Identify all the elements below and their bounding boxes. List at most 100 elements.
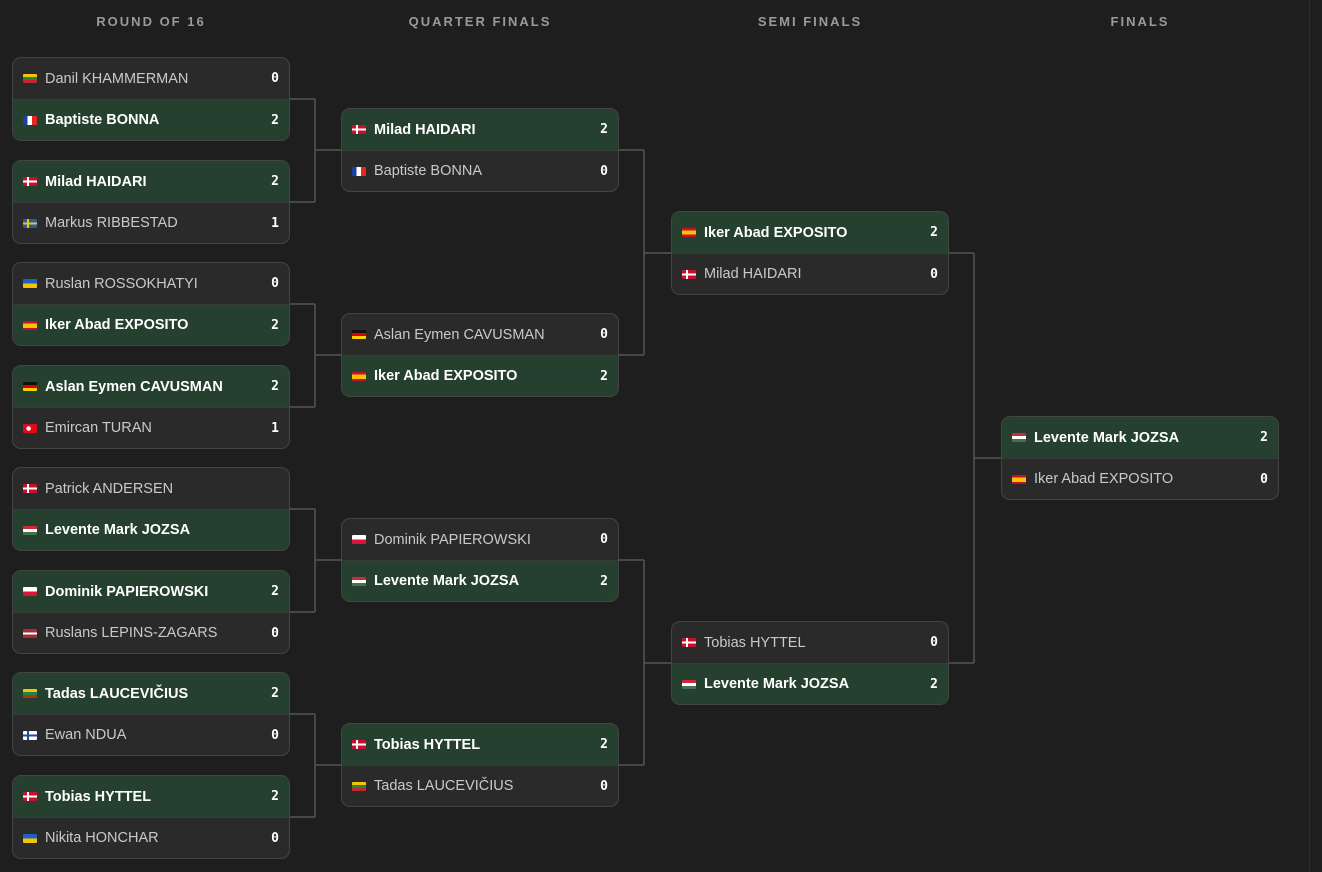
lithuania-flag-icon (23, 689, 37, 698)
player-name: Milad HAIDARI (45, 173, 147, 190)
player-name: Aslan Eymen CAVUSMAN (45, 378, 223, 395)
player-row-winner[interactable]: Levente Mark JOZSA 2 (342, 560, 618, 601)
player-row-winner[interactable]: Tadas LAUCEVIČIUS 2 (13, 673, 289, 714)
player-score: 2 (271, 584, 279, 599)
player-name: Ruslans LEPINS-ZAGARS (45, 625, 218, 641)
player-score: 0 (600, 778, 608, 794)
germany-flag-icon (352, 330, 366, 339)
player-row-winner[interactable]: Iker Abad EXPOSITO 2 (342, 355, 618, 396)
player-score: 0 (271, 625, 279, 641)
player-name: Dominik PAPIEROWSKI (374, 531, 531, 548)
player-row[interactable]: Ruslans LEPINS-ZAGARS 0 (13, 612, 289, 653)
player-name: Baptiste BONNA (45, 112, 160, 128)
round-title: QUARTER FINALS (408, 14, 552, 29)
france-flag-icon (352, 166, 366, 176)
spain-flag-icon (682, 228, 696, 237)
player-score: 2 (600, 368, 608, 384)
player-name: Patrick ANDERSEN (45, 480, 174, 497)
poland-flag-icon (23, 587, 37, 596)
player-name: Iker Abad EXPOSITO (374, 368, 518, 384)
player-row[interactable]: Dominik PAPIEROWSKI 0 (342, 519, 618, 560)
denmark-flag-icon (23, 792, 37, 801)
player-row-winner[interactable]: Levente Mark JOZSA (13, 509, 289, 550)
player-score: 2 (271, 112, 279, 128)
player-name: Ruslan ROSSOKHATYI (45, 275, 198, 292)
spain-flag-icon (352, 371, 366, 381)
germany-flag-icon (23, 382, 37, 391)
poland-flag-icon (352, 535, 366, 544)
player-name: Milad HAIDARI (374, 121, 476, 138)
player-name: Levente Mark JOZSA (704, 676, 850, 692)
finland-flag-icon (23, 730, 37, 740)
player-score: 2 (271, 317, 279, 333)
player-name: Tadas LAUCEVIČIUS (374, 778, 514, 794)
latvia-flag-icon (23, 628, 37, 638)
player-name: Tobias HYTTEL (704, 634, 806, 651)
player-score: 2 (1260, 430, 1268, 445)
player-score: 2 (271, 686, 279, 701)
scrollbar-track[interactable] (1309, 0, 1310, 872)
player-score: 0 (930, 266, 938, 282)
player-score: 2 (600, 573, 608, 589)
player-row[interactable]: Patrick ANDERSEN (13, 468, 289, 509)
match-card[interactable]: Patrick ANDERSEN Levente Mark JOZSA (12, 467, 290, 551)
player-name: Aslan Eymen CAVUSMAN (374, 326, 545, 343)
player-name: Tobias HYTTEL (45, 788, 152, 805)
player-score: 1 (271, 215, 279, 231)
denmark-flag-icon (682, 638, 696, 647)
round-title: FINALS (1110, 14, 1170, 29)
sweden-flag-icon (23, 218, 37, 228)
hungary-flag-icon (682, 679, 696, 689)
player-score: 0 (600, 532, 608, 547)
player-name: Tadas LAUCEVIČIUS (45, 685, 189, 702)
player-row-winner[interactable]: Dominik PAPIEROWSKI 2 (13, 571, 289, 612)
player-name: Tobias HYTTEL (374, 736, 481, 753)
round-title: SEMI FINALS (757, 14, 863, 29)
hungary-flag-icon (352, 576, 366, 586)
hungary-flag-icon (1012, 433, 1026, 442)
round-title: ROUND OF 16 (96, 14, 206, 29)
player-row-winner[interactable]: Baptiste BONNA 2 (13, 99, 289, 140)
player-score: 0 (600, 163, 608, 179)
player-name: Dominik PAPIEROWSKI (45, 583, 209, 600)
player-row[interactable]: Tadas LAUCEVIČIUS 0 (342, 765, 618, 806)
player-name: Levente Mark JOZSA (374, 573, 520, 589)
turkey-flag-icon (23, 423, 37, 433)
